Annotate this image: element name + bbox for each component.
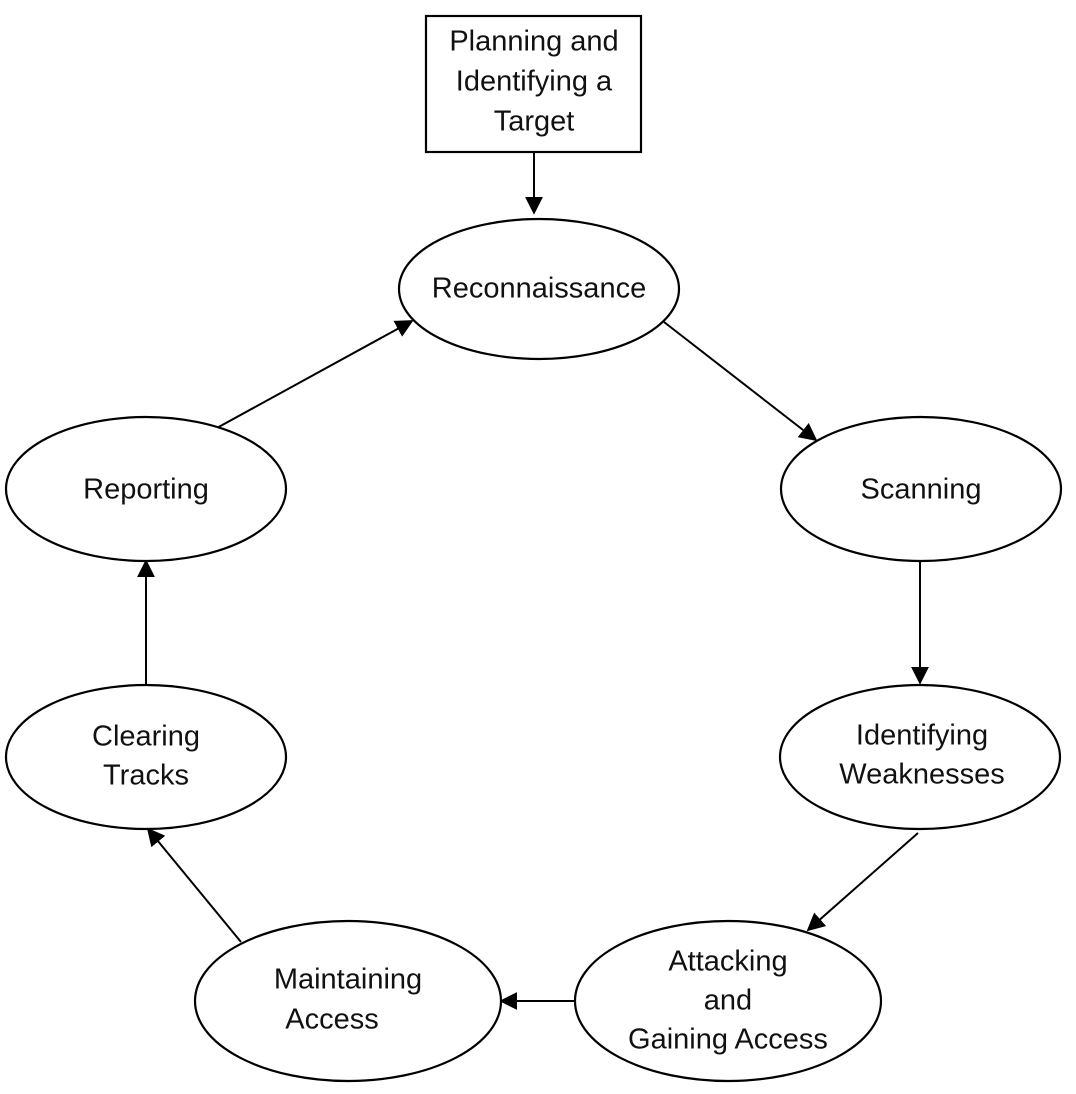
start-box: Planning and Identifying a Target — [424, 14, 643, 154]
node-reconnaissance: Reconnaissance — [397, 217, 681, 361]
node-scanning-shape — [779, 415, 1063, 563]
node-identifying-weaknesses-shape — [778, 683, 1062, 831]
node-scanning-label: Scanning — [861, 474, 982, 506]
start-box-line-2: Identifying a — [456, 66, 613, 98]
node-maintaining-access-shape — [193, 919, 503, 1083]
node-clearing-tracks-line-2: Tracks — [103, 760, 189, 792]
node-maintaining-access-line-1: Maintaining — [274, 964, 422, 996]
node-scanning: Scanning — [779, 415, 1063, 563]
node-maintaining-access-line-2: Access — [285, 1004, 378, 1036]
node-identifying-weaknesses: Identifying Weaknesses — [778, 683, 1062, 831]
edges — [137, 152, 929, 1010]
node-reporting-label: Reporting — [83, 474, 209, 506]
node-attacking-line-2: and — [704, 985, 752, 1017]
start-box-frame — [424, 14, 643, 154]
node-attacking: Attacking and Gaining Access — [573, 919, 883, 1083]
node-identifying-weaknesses-line-2: Weaknesses — [839, 759, 1005, 791]
node-reconnaissance-shape — [397, 217, 681, 361]
node-attacking-line-1: Attacking — [668, 946, 787, 978]
node-reporting-shape — [4, 415, 288, 563]
node-identifying-weaknesses-line-1: Identifying — [856, 720, 988, 752]
node-attacking-line-3: Gaining Access — [628, 1024, 828, 1056]
arrow-maintaining-access-to-clearing-tracks — [146, 827, 242, 943]
node-reporting: Reporting — [4, 415, 288, 563]
node-maintaining-access: Maintaining Access — [193, 919, 503, 1083]
node-clearing-tracks-shape — [4, 683, 288, 831]
node-clearing-tracks-line-1: Clearing — [92, 721, 200, 753]
start-box-line-3: Target — [494, 106, 575, 138]
node-attacking-shape — [573, 919, 883, 1083]
arrow-identifying-weaknesses-to-attacking — [806, 832, 919, 932]
arrow-reporting-to-reconnaissance — [214, 320, 414, 430]
arrow-reconnaissance-to-scanning — [663, 321, 818, 442]
node-clearing-tracks: Clearing Tracks — [4, 683, 288, 831]
start-box-line-1: Planning and — [449, 26, 618, 58]
node-reconnaissance-label: Reconnaissance — [432, 273, 646, 305]
